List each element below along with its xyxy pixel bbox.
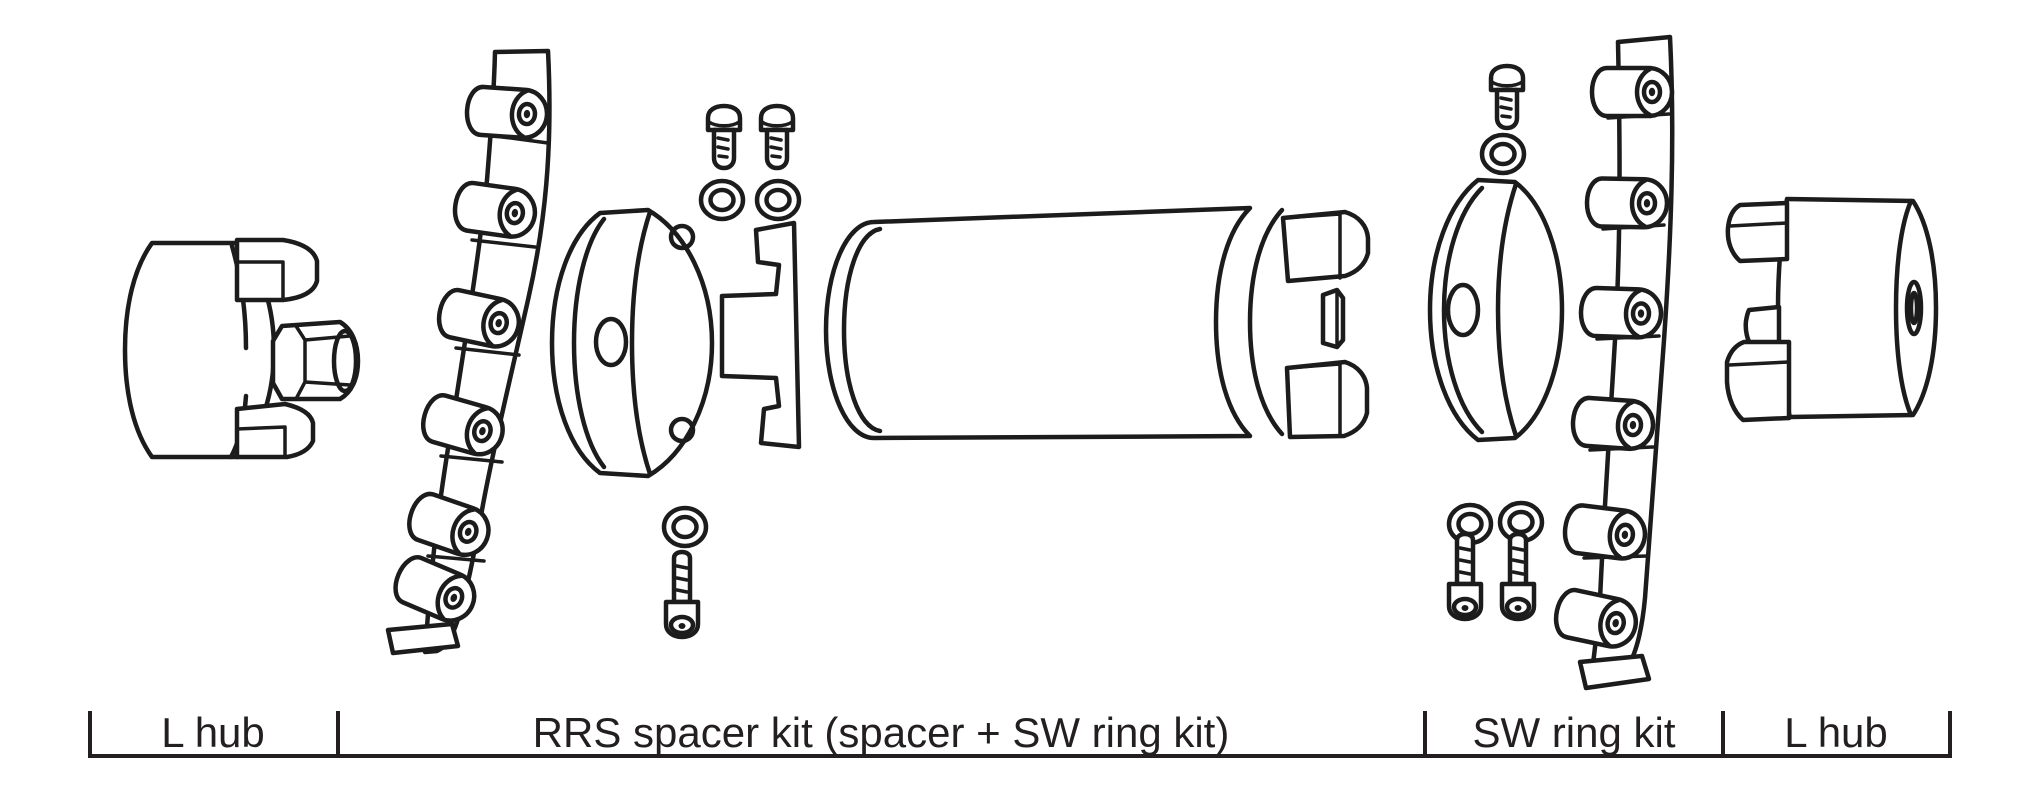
right-sw-flange-icon bbox=[1427, 177, 1565, 443]
flange-oval-hole bbox=[1445, 282, 1481, 338]
tube-jaw-bottom bbox=[1284, 359, 1370, 440]
spacer-washer-bottom bbox=[664, 508, 706, 546]
caption-bar: L hub RRS spacer kit (spacer + SW ring k… bbox=[88, 709, 1952, 758]
hub-jaw-top bbox=[1725, 200, 1790, 264]
caption-label-sw-ring-kit: SW ring kit bbox=[1472, 709, 1675, 756]
tube-jaw-top bbox=[1280, 209, 1371, 284]
caption-label-rrs-spacer-kit: RRS spacer kit (spacer + SW ring kit) bbox=[533, 709, 1230, 756]
flange-oval-hole bbox=[593, 316, 629, 368]
left-sw-ring-icon bbox=[385, 48, 552, 656]
ring-foot bbox=[1577, 653, 1652, 691]
hub-jaw-top bbox=[234, 237, 320, 303]
spacer-screws-top bbox=[708, 106, 793, 168]
hub-jaw-bottom bbox=[1724, 339, 1792, 423]
sw-ring-screw-top bbox=[1491, 66, 1523, 128]
sw-ring-screws-bottom bbox=[1449, 534, 1534, 619]
caption-label-l-hub-right: L hub bbox=[1784, 709, 1888, 756]
left-spacer-flange-icon bbox=[549, 207, 715, 479]
tube-hex-boss bbox=[1320, 287, 1346, 350]
left-l-hub-icon bbox=[122, 237, 361, 460]
right-sw-ring-icon bbox=[1552, 34, 1675, 691]
tube-claw-flange bbox=[719, 220, 802, 450]
ring-foot bbox=[385, 621, 461, 656]
right-l-hub-icon bbox=[1724, 196, 1939, 423]
spacer-washers-top bbox=[701, 181, 799, 219]
spacer-screw-bottom bbox=[666, 552, 698, 637]
spacer-tube-icon bbox=[719, 205, 1371, 450]
sw-ring-washer-top bbox=[1482, 135, 1524, 173]
flange-bolt-hole-bottom bbox=[668, 416, 696, 444]
hub-jaw-bottom bbox=[234, 401, 316, 460]
caption-label-l-hub-left: L hub bbox=[161, 709, 265, 756]
hub-jaw-middle bbox=[270, 319, 361, 402]
flange-bolt-hole-top bbox=[668, 223, 696, 251]
